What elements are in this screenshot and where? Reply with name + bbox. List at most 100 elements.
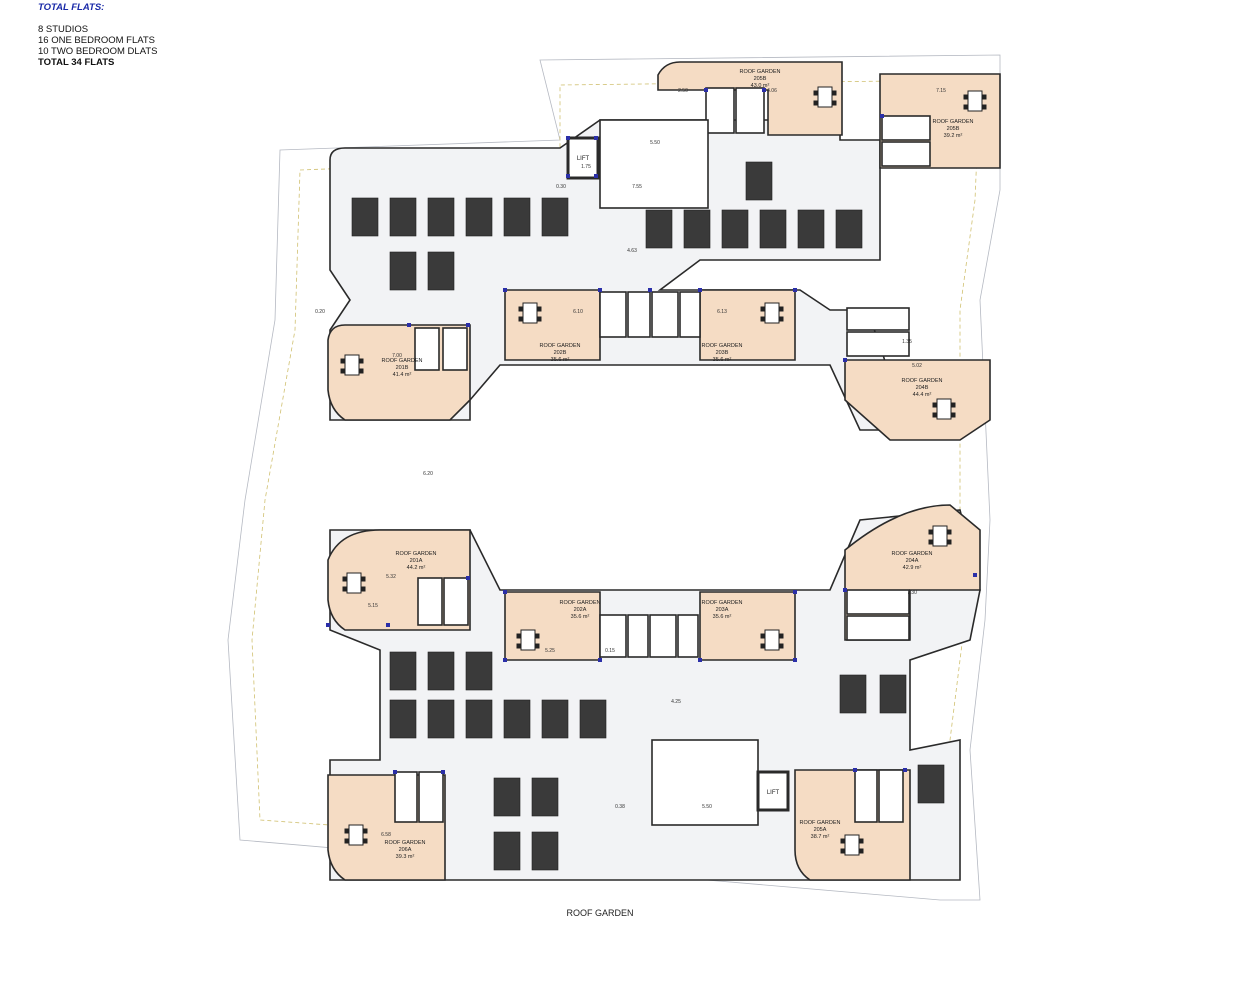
legend-total: TOTAL 34 FLATS <box>38 57 115 68</box>
column <box>441 770 445 774</box>
garden-unit: 205A <box>814 827 827 833</box>
garden-area: 41.4 m² <box>393 372 412 378</box>
garden-area: 35.6 m² <box>713 614 732 620</box>
dining-sets <box>340 86 987 856</box>
dimension-label: 0.15 <box>605 648 615 654</box>
solar-panel <box>839 674 867 714</box>
column <box>853 768 857 772</box>
dimension-label: 7.15 <box>936 88 946 94</box>
garden-203b <box>699 289 796 361</box>
solar-panel <box>427 251 455 291</box>
garden-area: 35.6 m² <box>571 614 590 620</box>
garden-area: 43.0 m² <box>751 83 770 89</box>
solar-panel <box>389 651 417 691</box>
dining-set <box>342 572 366 594</box>
garden-title: ROOF GARDEN <box>540 343 581 349</box>
flats-legend: TOTAL FLATS: 8 STUDIOS 16 ONE BEDROOM FL… <box>38 2 157 68</box>
legend-title: TOTAL FLATS: <box>38 2 105 13</box>
dining-set <box>840 834 864 856</box>
stair-cores <box>566 119 790 826</box>
column <box>466 576 470 580</box>
dining-set <box>518 302 542 324</box>
solar-panel <box>389 699 417 739</box>
garden-unit: 203B <box>716 350 729 356</box>
column <box>793 658 797 662</box>
column <box>762 88 766 92</box>
column <box>698 658 702 662</box>
dimension-label: 5.15 <box>368 603 378 609</box>
dining-set <box>932 398 956 420</box>
dining-set <box>344 824 368 846</box>
garden-title: ROOF GARDEN <box>702 343 743 349</box>
column <box>594 136 598 140</box>
column <box>326 623 330 627</box>
garden-unit: 202A <box>574 607 587 613</box>
column <box>594 174 598 178</box>
dimension-label: 7.00 <box>392 353 402 359</box>
dimension-label: 0.38 <box>615 804 625 810</box>
solar-panel <box>797 209 825 249</box>
solar-panel <box>389 197 417 237</box>
column <box>793 590 797 594</box>
solar-panel <box>835 209 863 249</box>
dining-set <box>516 629 540 651</box>
garden-area: 44.4 m² <box>913 392 932 398</box>
garden-title: ROOF GARDEN <box>702 600 743 606</box>
solar-panel <box>579 699 607 739</box>
garden-area: 42.9 m² <box>903 565 922 571</box>
dimension-label: 6.13 <box>717 309 727 315</box>
column <box>793 288 797 292</box>
garden-unit: 203A <box>716 607 729 613</box>
dimension-label: 6.58 <box>381 832 391 838</box>
dining-set <box>760 302 784 324</box>
garden-title: ROOF GARDEN <box>382 358 423 364</box>
dining-set <box>813 86 837 108</box>
garden-unit: 204B <box>916 385 929 391</box>
column <box>386 623 390 627</box>
garden-unit: 205B <box>754 76 767 82</box>
dining-set <box>340 354 364 376</box>
legend-studios: 8 STUDIOS <box>38 24 89 35</box>
solar-panel <box>427 699 455 739</box>
garden-title: ROOF GARDEN <box>396 551 437 557</box>
dining-set <box>928 525 952 547</box>
dimension-label: 5.25 <box>545 648 555 654</box>
solar-panel <box>503 197 531 237</box>
column <box>503 590 507 594</box>
dimension-label: 4.25 <box>671 699 681 705</box>
garden-area: 44.2 m² <box>407 565 426 571</box>
columns <box>326 88 977 774</box>
legend-one-bedroom: 16 ONE BEDROOM FLATS <box>38 35 156 46</box>
solar-panel <box>759 209 787 249</box>
garden-unit: 201B <box>396 365 409 371</box>
dimension-label: 6.20 <box>423 471 433 477</box>
solar-panel <box>531 831 559 871</box>
garden-title: ROOF GARDEN <box>892 551 933 557</box>
column <box>407 323 411 327</box>
solar-panel <box>917 764 945 804</box>
garden-area: 39.3 m² <box>396 854 415 860</box>
column <box>973 573 977 577</box>
column <box>598 288 602 292</box>
garden-unit: 201A <box>410 558 423 564</box>
column <box>503 658 507 662</box>
column <box>843 358 847 362</box>
column <box>704 88 708 92</box>
dimension-label: 4.63 <box>627 248 637 254</box>
dimension-label: 5.50 <box>702 804 712 810</box>
solar-panel <box>879 674 907 714</box>
dimension-label: 5.02 <box>912 363 922 369</box>
solar-panel <box>427 651 455 691</box>
solar-panel <box>465 197 493 237</box>
dimension-label: 0.20 <box>315 309 325 315</box>
column <box>880 114 884 118</box>
solar-panels <box>351 161 945 871</box>
garden-unit: 206A <box>399 847 412 853</box>
garden-unit: 204A <box>906 558 919 564</box>
garden-205b-top <box>657 61 843 136</box>
dimension-label: 2.50 <box>678 88 688 94</box>
legend-two-bedroom: 10 TWO BEDROOM DLATS <box>38 46 158 57</box>
garden-unit: 202B <box>554 350 567 356</box>
